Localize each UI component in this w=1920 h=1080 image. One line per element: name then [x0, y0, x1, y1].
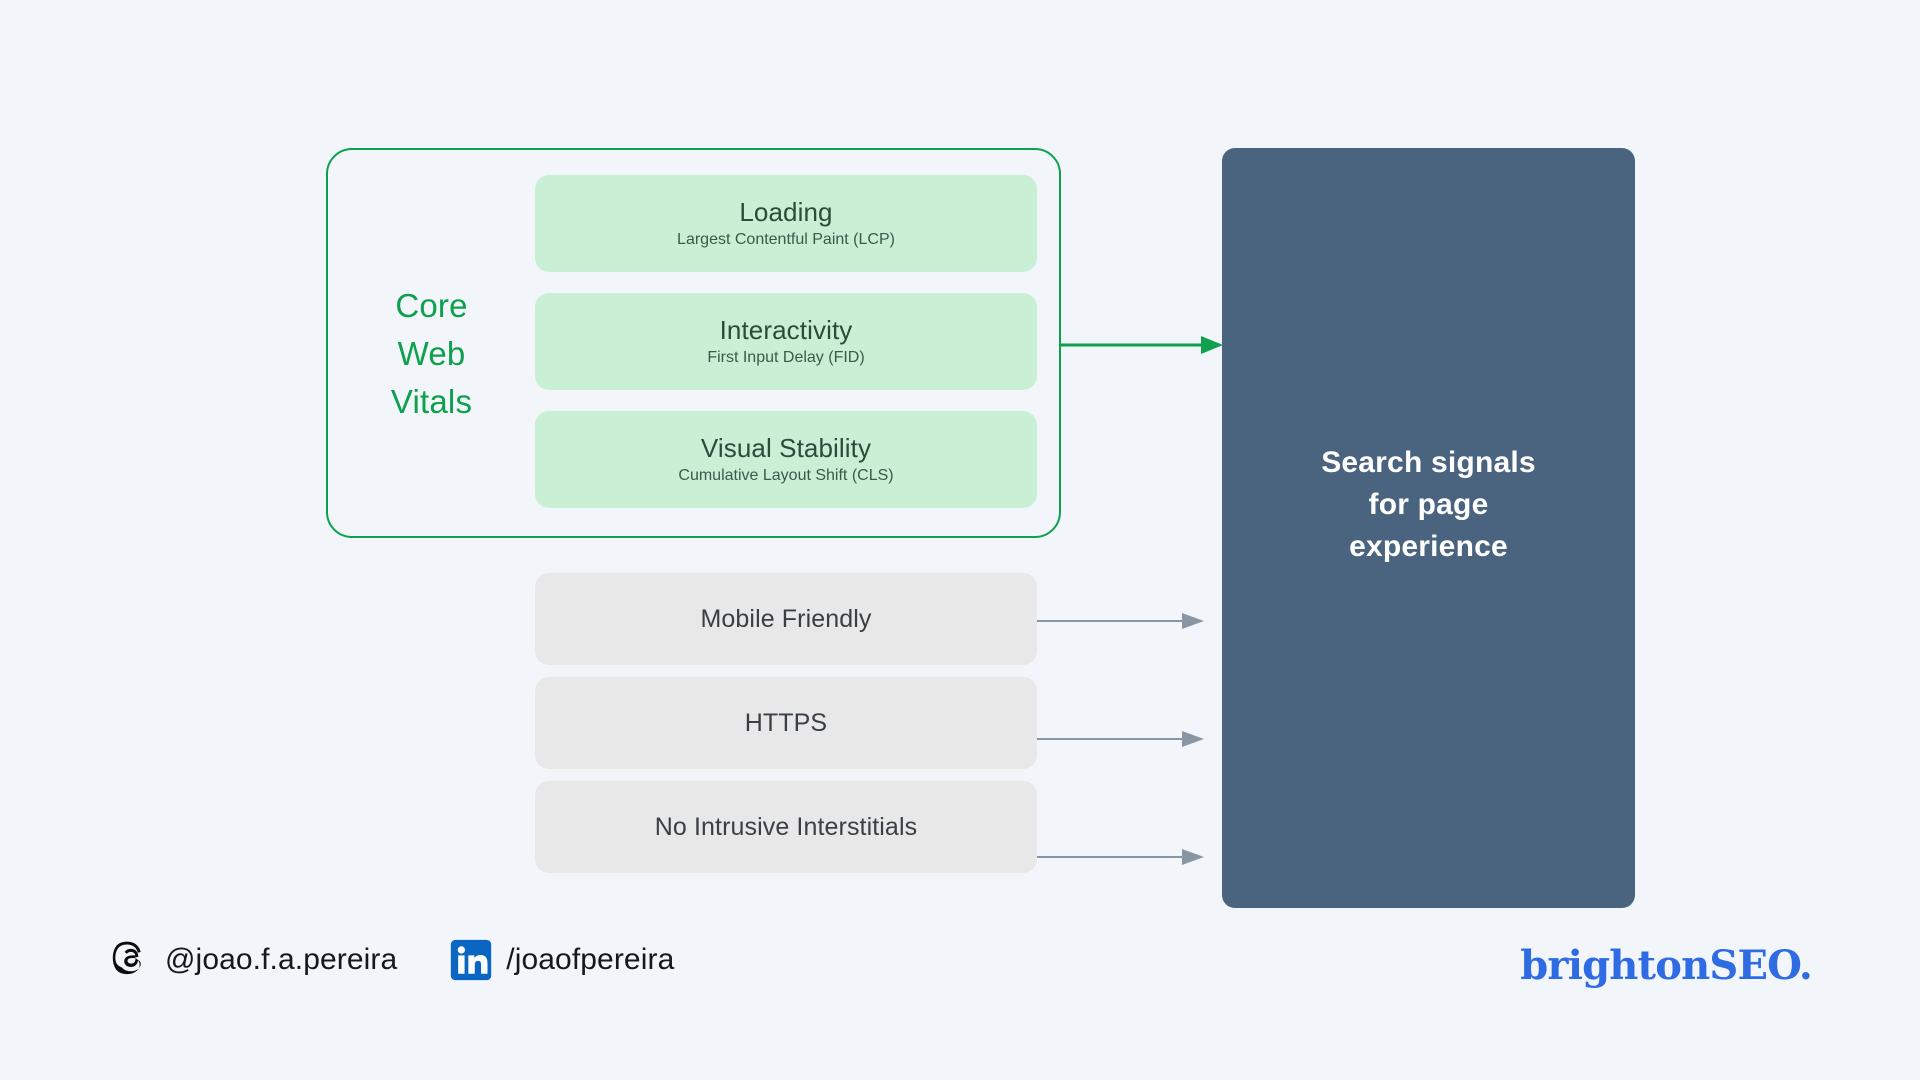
arrow-no-intrusive-interstitials-to-panel — [1037, 849, 1204, 865]
footer: @joao.f.a.pereira /joaofpereira brighton… — [0, 930, 1920, 1080]
core-web-vitals-label: Core Web Vitals — [390, 287, 473, 420]
signal-box-mobile-friendly[interactable]: Mobile Friendly — [535, 573, 1037, 665]
vital-subtitle: Largest Contentful Paint (LCP) — [677, 231, 895, 248]
threads-handle: @joao.f.a.pereira — [165, 943, 398, 976]
vital-title: Loading — [739, 197, 833, 227]
social-link-linkedin[interactable]: /joaofpereira — [449, 938, 674, 982]
brightonseo-logo: brightonSEO. — [1520, 942, 1813, 989]
search-signals-text: Search signals for page experience — [1321, 446, 1536, 563]
threads-icon — [112, 941, 141, 975]
signal-box-https[interactable]: HTTPS — [535, 677, 1037, 769]
vital-subtitle: Cumulative Layout Shift (CLS) — [678, 467, 894, 484]
search-signals-panel: Search signals for page experience — [1222, 148, 1635, 908]
signal-box-no-intrusive-interstitials[interactable]: No Intrusive Interstitials — [535, 781, 1037, 873]
linkedin-handle: /joaofpereira — [506, 943, 675, 976]
arrow-mobile-friendly-to-panel — [1037, 613, 1204, 629]
core-web-vitals-container — [326, 148, 1061, 538]
vital-subtitle: First Input Delay (FID) — [707, 349, 865, 366]
social-links: @joao.f.a.pereira /joaofpereira — [108, 938, 674, 982]
arrow-https-to-panel — [1037, 731, 1204, 747]
linkedin-icon — [451, 939, 492, 981]
vital-card-visual-stability[interactable]: Visual Stability Cumulative Layout Shift… — [535, 411, 1037, 508]
vital-title: Interactivity — [719, 315, 853, 345]
vital-title: Visual Stability — [700, 433, 872, 463]
social-link-threads[interactable]: @joao.f.a.pereira — [108, 938, 397, 982]
vital-card-loading[interactable]: Loading Largest Contentful Paint (LCP) — [535, 175, 1037, 272]
vital-card-interactivity[interactable]: Interactivity First Input Delay (FID) — [535, 293, 1037, 390]
arrow-core-web-vitals-to-panel — [1060, 336, 1223, 354]
